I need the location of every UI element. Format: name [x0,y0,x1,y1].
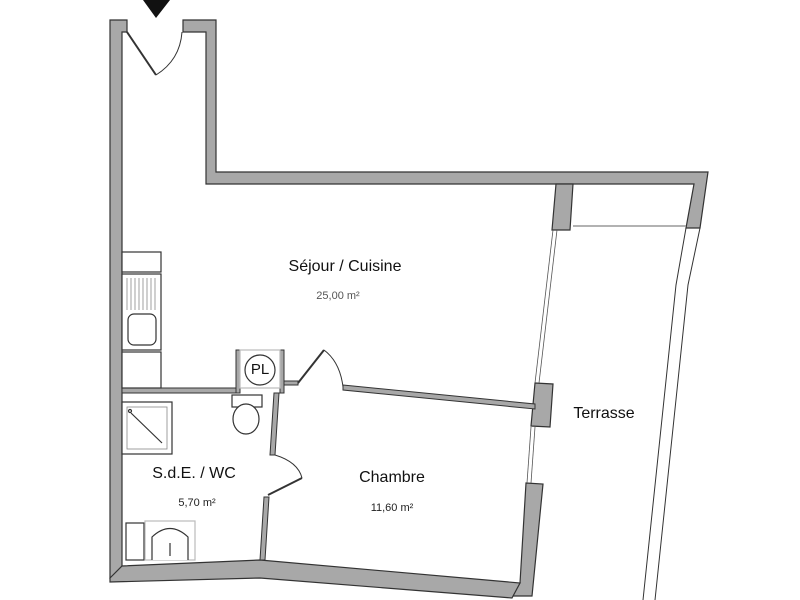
walls [109,19,709,599]
placard [239,349,281,389]
drainboard [126,278,156,310]
partition-pl-left [235,349,241,394]
windows [526,225,686,484]
bathroom-fixtures [121,394,263,561]
room-area-sde: 5,70 m² [178,497,216,509]
chambre-door-leaf [297,349,325,384]
entrance-door-swing [155,31,183,76]
doors [126,31,344,496]
partition-sde-chambre-upper [269,392,280,456]
terrasse-railing [642,227,701,600]
wall-chambre-right [510,482,544,597]
room-area-chambre: 11,60 m² [370,502,414,514]
wall-bottom [109,559,521,599]
kitchen-unit-bottom [121,351,162,389]
sink-basin-icon [127,313,157,346]
partition-kitchen-sde [121,387,239,394]
kitchen-unit-top [121,251,162,273]
room-area-sejour: 25,00 m² [316,290,360,302]
room-name-chambre: Chambre [359,469,425,486]
partition-pl-stub [283,380,299,386]
room-name-terrasse: Terrasse [573,405,635,422]
placard-label: PL [250,361,270,378]
sde-door-leaf [267,477,303,496]
kitchen [121,251,162,389]
wall-pillar-mid [530,382,554,428]
partition-sde-chambre-lower [259,496,270,561]
entrance-arrow-icon [143,0,170,18]
room-name-sejour: Séjour / Cuisine [288,258,402,275]
wall-corridor-right [182,19,709,229]
partitions [121,349,536,561]
entrance-door-leaf [126,31,157,76]
partition-pl-right [279,349,285,394]
sde-door-swing [274,454,303,479]
room-name-sde: S.d.E. / WC [152,465,236,482]
placard-circle-icon [244,354,276,386]
wall-pillar-top [551,183,574,231]
chambre-door-swing [323,349,344,388]
toilet-bowl-icon [232,403,260,435]
partition-chambre-top [342,384,536,410]
